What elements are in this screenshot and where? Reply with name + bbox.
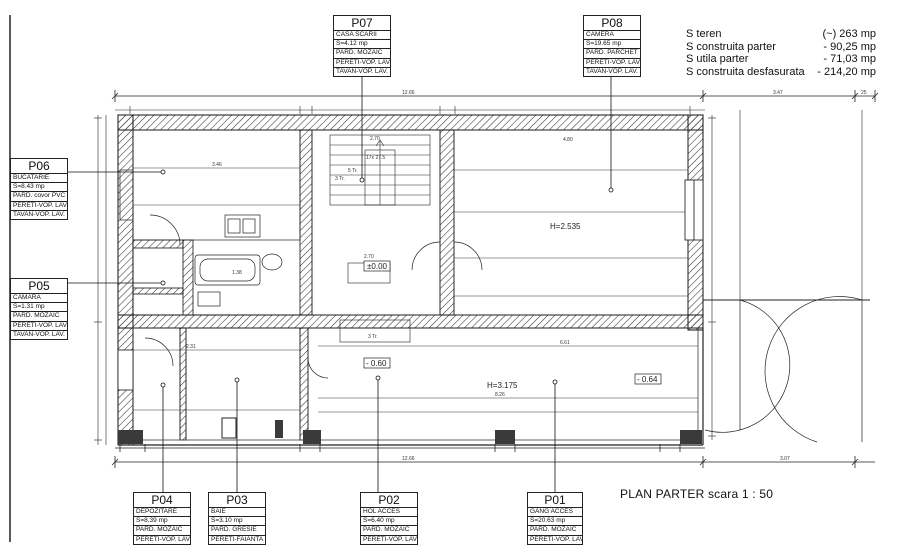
room-tag-p03: P03 BAIE S=3.10 mp PARD. GRESIE PERETI-F… bbox=[208, 492, 266, 545]
dim-passage-width: 6.61 bbox=[560, 340, 570, 346]
dim-right-top: 3.47 bbox=[773, 90, 783, 96]
area-row-construita: S construita parter- 90,25 mp bbox=[686, 40, 876, 53]
dim-room-width: 4.80 bbox=[563, 137, 573, 143]
kitchen-sink bbox=[119, 169, 261, 238]
room-tag-p01: P01 GANG ACCES S=20.63 mp PARD. MOZAIC P… bbox=[527, 492, 583, 545]
area-row-teren: S teren(~) 263 mp bbox=[686, 28, 876, 40]
room-tag-p06: P06 BUCATARIE S=8.43 mp PARD. covor PVC … bbox=[10, 158, 68, 221]
room-dimension-lines bbox=[133, 167, 698, 413]
dim-depot-width: 2.31 bbox=[186, 344, 196, 350]
staircase bbox=[329, 134, 431, 343]
stair-rise-label-2: 5 Tr. bbox=[348, 168, 358, 174]
stair-rise-label-3: 3 Tr. bbox=[368, 334, 378, 340]
stair-label: 17x 27.5 bbox=[366, 155, 385, 161]
area-summary: S teren(~) 263 mp S construita parter- 9… bbox=[686, 28, 876, 78]
level-boxes bbox=[363, 260, 662, 385]
dim-passage-length: 8.26 bbox=[495, 392, 505, 398]
doors bbox=[144, 214, 870, 443]
level-passage: - 0.64 bbox=[637, 375, 658, 384]
area-row-desfasurata: S construita desfasurata- 214,20 mp bbox=[686, 65, 876, 78]
room-tag-p05: P05 CAMARA S=1.31 mp PARD. MOZAIC PERETI… bbox=[10, 278, 68, 341]
area-row-utila: S utila parter- 71,03 mp bbox=[686, 53, 876, 65]
top-dimension-chain-2 bbox=[115, 106, 705, 114]
windows bbox=[117, 179, 704, 391]
room-height-label: H=2.535 bbox=[550, 222, 581, 231]
plan-title: PLAN PARTER scara 1 : 50 bbox=[620, 487, 774, 501]
leader-lines bbox=[68, 77, 614, 493]
room-tag-p08: P08 CAMERA S=19.65 mp PARD. PARCHET PERE… bbox=[583, 15, 641, 78]
dim-total-bottom: 12.66 bbox=[402, 456, 415, 462]
interior-walls bbox=[132, 129, 455, 441]
dim-kitchen-width: 3.46 bbox=[212, 162, 222, 168]
left-dimension-chain bbox=[94, 115, 107, 445]
level-hall: - 0.60 bbox=[366, 359, 387, 368]
dim-bath-width: 1.38 bbox=[232, 270, 242, 276]
dim-edge-top: 25 bbox=[861, 90, 867, 96]
exterior-walls bbox=[117, 114, 704, 446]
bottom-dimension-chain bbox=[111, 444, 875, 468]
dim-stair-width-2: 2.70 bbox=[364, 254, 374, 260]
top-dimension-chain bbox=[111, 90, 879, 102]
bathtub bbox=[194, 253, 283, 307]
dim-total-top: 12.66 bbox=[402, 90, 415, 96]
room-tag-p04: P04 DEPOZITARE S=8.39 mp PARD. MOZAIC PE… bbox=[133, 492, 191, 545]
level-zero: ±0.00 bbox=[367, 262, 388, 271]
stair-rise-label: 3 Tr. bbox=[335, 176, 345, 182]
floor-marks bbox=[118, 417, 702, 444]
right-dimension-chain bbox=[708, 110, 863, 440]
dim-stair-width: 2.70 bbox=[370, 136, 380, 142]
room-tag-p02: P02 HOL ACCES S=6.40 mp PARD. MOZAIC PER… bbox=[360, 492, 418, 545]
dim-right-bottom: 3.07 bbox=[780, 456, 790, 462]
passage-height-label: H=3.175 bbox=[487, 381, 518, 390]
room-tag-p07: P07 CASA SCARII S=4.12 mp PARD. MOZAIC P… bbox=[333, 15, 391, 78]
